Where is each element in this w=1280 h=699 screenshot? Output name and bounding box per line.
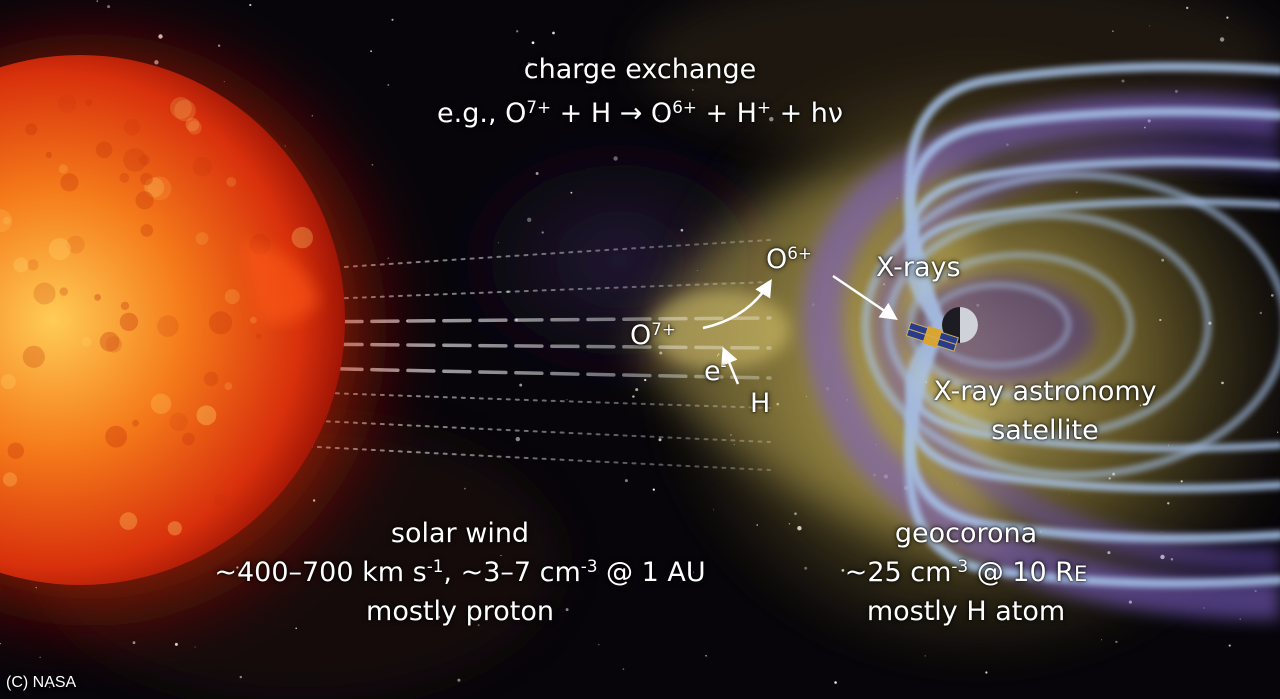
field-line-tail <box>906 198 1280 329</box>
label-hydrogen: H <box>750 388 771 419</box>
star <box>692 571 695 573</box>
solar-wind-caption: solar wind ~400–700 km s-1, ~3–7 cm-3 @ … <box>150 514 770 631</box>
arrow-o7-to-o6 <box>702 279 772 330</box>
star <box>497 242 499 244</box>
star <box>370 50 373 53</box>
solar-wind-title: solar wind <box>390 518 530 549</box>
star <box>622 668 625 670</box>
field-line-loop <box>861 171 1280 479</box>
geocorona-caption: geocorona ~25 cm-3 @ 10 RE mostly H atom <box>806 514 1126 631</box>
star <box>531 41 535 45</box>
star <box>570 191 573 194</box>
star <box>295 627 298 630</box>
field-line-loop <box>884 211 1212 439</box>
star <box>541 231 544 234</box>
star <box>834 681 837 684</box>
star <box>1226 16 1229 19</box>
title-charge-exchange: charge exchange <box>440 56 840 83</box>
image-credit: (C) NASA <box>6 674 77 691</box>
star <box>644 378 647 382</box>
star <box>624 479 628 483</box>
label-o6-ion: O6+ <box>766 242 812 275</box>
star <box>516 30 519 33</box>
solar-wind-stream <box>299 239 771 271</box>
star <box>705 655 707 657</box>
title-text: charge exchange <box>523 54 757 85</box>
geocorona-title: geocorona <box>894 518 1038 549</box>
sun <box>0 0 430 670</box>
solar-wind-stream <box>299 391 771 409</box>
star <box>457 678 461 682</box>
star <box>552 31 555 35</box>
solar-wind-stream <box>299 281 771 301</box>
field-line-tail <box>905 62 1280 330</box>
star <box>1149 25 1151 27</box>
star <box>239 675 243 679</box>
star <box>437 615 440 619</box>
magnetic-field-lines <box>861 62 1280 588</box>
star <box>535 172 539 175</box>
geocorona-composition: mostly H atom <box>866 596 1066 628</box>
star <box>1186 6 1189 10</box>
star <box>613 156 618 161</box>
star <box>565 608 569 612</box>
label-electron: e- <box>704 354 727 387</box>
star <box>500 554 502 557</box>
label-xray-satellite: X-ray astronomy satellite <box>933 376 1157 447</box>
solar-wind-stream <box>299 445 771 471</box>
field-line-tail <box>906 321 1280 452</box>
star <box>1112 30 1114 32</box>
star <box>519 383 523 387</box>
solar-wind-stream <box>299 419 771 443</box>
solar-wind-composition: mostly proton <box>366 596 554 628</box>
earth <box>942 307 978 343</box>
solar-wind-parameters: ~400–700 km s-1, ~3–7 cm-3 @ 1 AU <box>214 555 706 589</box>
star <box>985 671 988 674</box>
star <box>1219 37 1225 42</box>
star <box>691 88 694 91</box>
star <box>566 399 568 401</box>
star <box>1174 89 1178 93</box>
star <box>387 83 390 86</box>
star <box>1228 644 1231 647</box>
satellite-icon <box>905 321 959 352</box>
star <box>658 438 662 442</box>
star <box>527 217 532 222</box>
field-line-loop <box>925 282 1072 368</box>
field-line-tail <box>905 320 1280 588</box>
star <box>48 686 51 688</box>
arrow-h-up <box>721 346 740 385</box>
reaction-arrows <box>702 274 898 385</box>
star <box>652 488 655 491</box>
label-xrays: X-rays <box>876 252 961 283</box>
star <box>391 18 394 21</box>
star <box>515 436 520 442</box>
star <box>635 388 639 392</box>
star <box>598 644 600 646</box>
star <box>477 624 480 627</box>
star <box>658 114 660 117</box>
label-o7-ion: O7+ <box>630 318 676 351</box>
reaction-equation: e.g., O7+ + H → O6+ + H+ + hν <box>437 96 843 129</box>
geocorona-parameters: ~25 cm-3 @ 10 RE <box>844 555 1088 589</box>
star <box>527 62 531 66</box>
arrow-xrays <box>832 274 898 320</box>
star <box>249 3 252 7</box>
star <box>632 395 635 398</box>
star <box>464 487 466 490</box>
